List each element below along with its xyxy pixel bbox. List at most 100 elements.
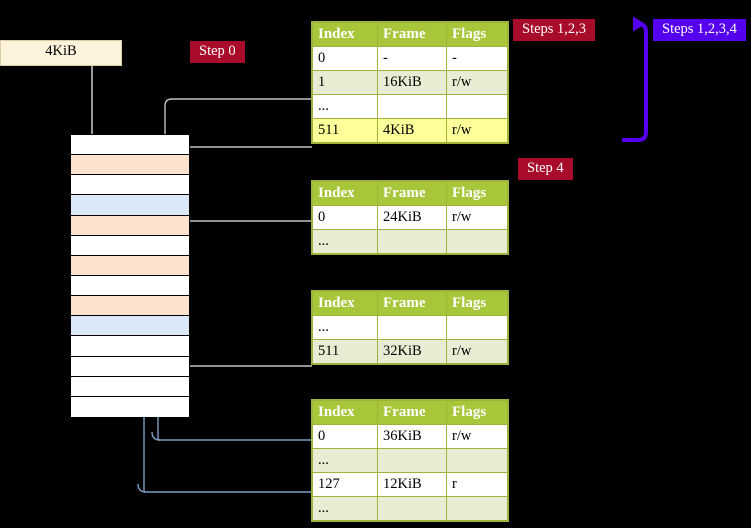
badge-steps-1234-label: Steps 1,2,3,4 bbox=[662, 21, 737, 37]
table-row: ... bbox=[312, 496, 508, 521]
table-header-row: Index Frame Flags bbox=[312, 22, 508, 47]
table-header-row: Index Frame Flags bbox=[312, 291, 508, 316]
cell-frame: 12KiB bbox=[377, 472, 447, 497]
memory-frame-9 bbox=[71, 316, 189, 337]
col-frame: Frame bbox=[377, 291, 447, 316]
cell-flags: r/w bbox=[446, 118, 508, 143]
cell-frame: 24KiB bbox=[377, 205, 447, 230]
memory-frame-4 bbox=[71, 215, 189, 236]
cell-flags: - bbox=[446, 46, 508, 71]
cell-flags: r/w bbox=[446, 339, 508, 364]
cell-index: 0 bbox=[312, 205, 378, 230]
col-flags: Flags bbox=[446, 181, 508, 206]
memory-size-label: 4KiB bbox=[0, 40, 122, 66]
cell-frame bbox=[377, 496, 447, 521]
table-row: ... bbox=[312, 229, 508, 254]
col-frame: Frame bbox=[377, 181, 447, 206]
table-row: ... bbox=[312, 94, 508, 119]
col-frame: Frame bbox=[377, 22, 447, 47]
cell-index: ... bbox=[312, 496, 378, 521]
cell-flags bbox=[446, 315, 508, 340]
badge-steps-123: Steps 1,2,3 bbox=[513, 19, 596, 41]
cell-index: 0 bbox=[312, 46, 378, 71]
col-index: Index bbox=[312, 291, 378, 316]
memory-size-text: 4KiB bbox=[45, 43, 77, 59]
cell-index: 511 bbox=[312, 118, 378, 143]
wire-l1-corner-b bbox=[137, 483, 147, 493]
cell-flags: r bbox=[446, 472, 508, 497]
cell-index: ... bbox=[312, 448, 378, 473]
cell-frame: 16KiB bbox=[377, 70, 447, 95]
cell-frame: 36KiB bbox=[377, 424, 447, 449]
cell-index: 1 bbox=[312, 70, 378, 95]
memory-frame-2 bbox=[71, 175, 189, 196]
table-header-row: Index Frame Flags bbox=[312, 400, 508, 425]
memory-frame-6 bbox=[71, 255, 189, 276]
wire-l4-row511-out bbox=[177, 146, 312, 166]
col-flags: Flags bbox=[446, 291, 508, 316]
col-index: Index bbox=[312, 22, 378, 47]
table-row: ... bbox=[312, 448, 508, 473]
cell-flags bbox=[446, 94, 508, 119]
memory-frame-1 bbox=[71, 155, 189, 176]
memory-frame-3 bbox=[71, 195, 189, 216]
memory-frame-10 bbox=[71, 336, 189, 357]
badge-step4: Step 4 bbox=[518, 158, 573, 180]
badge-step4-label: Step 4 bbox=[527, 160, 564, 176]
memory-frame-12 bbox=[71, 376, 189, 397]
memory-frame-7 bbox=[71, 276, 189, 297]
cell-frame: - bbox=[377, 46, 447, 71]
memory-frame-5 bbox=[71, 235, 189, 256]
cell-flags: r/w bbox=[446, 70, 508, 95]
wire-l1-corner-a bbox=[151, 431, 161, 441]
wire-l2-row511-out bbox=[176, 310, 312, 367]
cell-flags bbox=[446, 496, 508, 521]
cell-frame bbox=[377, 94, 447, 119]
memory-frame-11 bbox=[71, 356, 189, 377]
cell-index: 127 bbox=[312, 472, 378, 497]
cell-flags bbox=[446, 229, 508, 254]
arrow-steps-loop bbox=[622, 16, 648, 142]
cell-flags: r/w bbox=[446, 205, 508, 230]
cell-index: ... bbox=[312, 229, 378, 254]
cell-frame bbox=[377, 315, 447, 340]
table-row: ... bbox=[312, 315, 508, 340]
cell-index: 0 bbox=[312, 424, 378, 449]
col-frame: Frame bbox=[377, 400, 447, 425]
wire-l3-row0-out bbox=[182, 220, 312, 266]
badge-steps-1234: Steps 1,2,3,4 bbox=[653, 19, 746, 41]
col-index: Index bbox=[312, 181, 378, 206]
col-flags: Flags bbox=[446, 400, 508, 425]
memory-frame-0 bbox=[71, 135, 189, 156]
badge-step0: Step 0 bbox=[190, 41, 245, 63]
cell-frame bbox=[377, 229, 447, 254]
cell-index: ... bbox=[312, 94, 378, 119]
cell-frame bbox=[377, 448, 447, 473]
memory-frame-8 bbox=[71, 296, 189, 317]
cell-index: 511 bbox=[312, 339, 378, 364]
cell-index: ... bbox=[312, 315, 378, 340]
table-header-row: Index Frame Flags bbox=[312, 181, 508, 206]
col-flags: Flags bbox=[446, 22, 508, 47]
cell-frame: 32KiB bbox=[377, 339, 447, 364]
table-row: 0-- bbox=[312, 46, 508, 71]
badge-steps-123-label: Steps 1,2,3 bbox=[522, 21, 587, 37]
col-index: Index bbox=[312, 400, 378, 425]
